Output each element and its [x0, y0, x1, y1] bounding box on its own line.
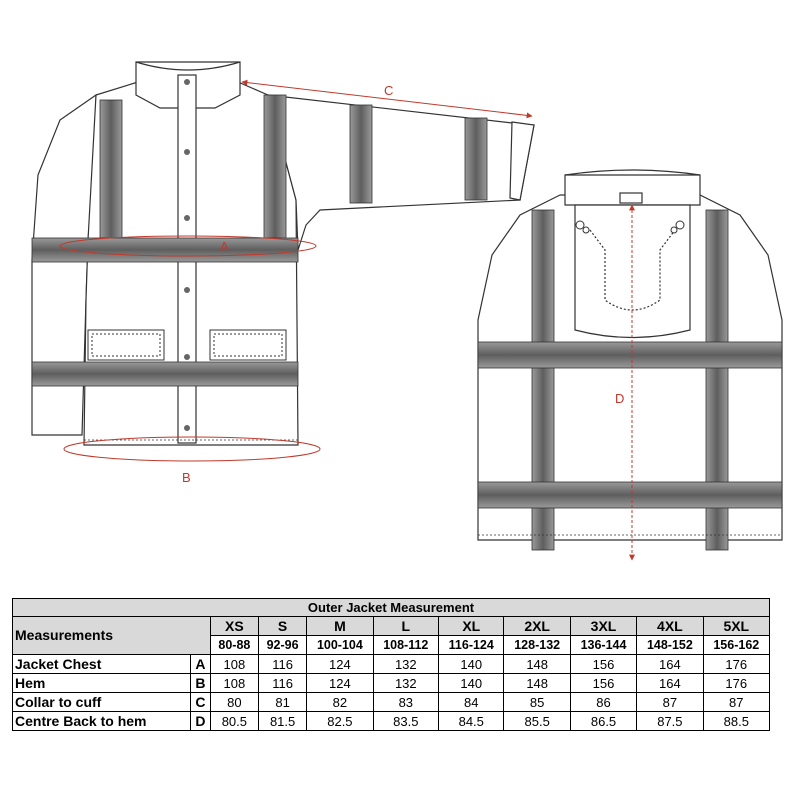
measurement-key: D — [190, 711, 211, 731]
size-header: 5XL — [702, 616, 771, 636]
size-header: L — [372, 616, 440, 636]
measurement-label: Collar to cuff — [11, 692, 192, 712]
measurements-header: Measurements — [12, 616, 211, 655]
measurement-value: 81.5 — [257, 711, 308, 731]
measurement-value: 148 — [503, 673, 571, 693]
measurement-value: 83 — [372, 692, 440, 712]
dimension-d: D — [615, 204, 635, 561]
size-range-row: 80-88 92-96 100-104 108-112 116-124 128-… — [13, 635, 771, 655]
size-range: 136-144 — [569, 635, 638, 655]
dimension-a: A — [59, 235, 317, 257]
measurement-value: 132 — [372, 673, 440, 693]
measurement-value: 116 — [257, 654, 308, 674]
measurement-value: 86 — [569, 692, 638, 712]
measurement-value: 116 — [257, 673, 308, 693]
measurement-value: 82.5 — [306, 711, 374, 731]
measurement-value: 81 — [257, 692, 308, 712]
measurement-key: A — [190, 654, 211, 674]
size-header: XL — [438, 616, 505, 636]
measurement-value: 164 — [636, 654, 704, 674]
measurement-value: 156 — [569, 673, 638, 693]
table-title-row: Outer Jacket Measurement — [12, 598, 770, 617]
measurement-value: 80 — [209, 692, 259, 712]
measurement-value: 88.5 — [702, 711, 771, 731]
measurement-value: 140 — [438, 673, 505, 693]
size-header: 4XL — [636, 616, 704, 636]
size-header: M — [306, 616, 374, 636]
measurement-value: 85.5 — [503, 711, 571, 731]
measurement-value: 86.5 — [569, 711, 638, 731]
measurement-value: 108 — [209, 654, 259, 674]
front-cuff — [509, 121, 535, 201]
jacket-diagram: A B C D — [31, 61, 783, 561]
measurement-value: 140 — [438, 654, 505, 674]
measurement-value: 83.5 — [372, 711, 440, 731]
measurement-value: 80.5 — [209, 711, 259, 731]
size-header: 3XL — [569, 616, 638, 636]
front-reflective-bands — [31, 94, 488, 387]
measurement-value: 84.5 — [438, 711, 505, 731]
measurement-label: Jacket Chest — [11, 654, 192, 674]
measurement-value: 87.5 — [636, 711, 704, 731]
measurement-value: 87 — [636, 692, 704, 712]
front-pockets — [87, 329, 287, 361]
size-header: S — [257, 616, 308, 636]
table-title: Outer Jacket Measurement — [12, 598, 770, 617]
size-header: XS — [209, 616, 259, 636]
size-range: 80-88 — [209, 635, 259, 655]
size-range: 100-104 — [306, 635, 374, 655]
measurement-value: 148 — [503, 654, 571, 674]
front-buttons — [184, 79, 190, 431]
measurement-key: C — [190, 692, 211, 712]
measurement-value: 156 — [569, 654, 638, 674]
size-chart-table: Outer Jacket Measurement Measurements XS… — [11, 598, 771, 731]
measurement-value: 164 — [636, 673, 704, 693]
measurement-value: 176 — [702, 673, 771, 693]
measurement-value: 124 — [306, 673, 374, 693]
size-range: 148-152 — [636, 635, 704, 655]
front-right-sleeve — [267, 94, 535, 251]
measurement-value: 87 — [702, 692, 771, 712]
size-range: 116-124 — [438, 635, 505, 655]
measurement-value: 82 — [306, 692, 374, 712]
size-range: 128-132 — [503, 635, 571, 655]
measurement-value: 108 — [209, 673, 259, 693]
measurement-value: 85 — [503, 692, 571, 712]
dimension-c-label: C — [384, 83, 393, 98]
size-header-row: Measurements XS S M L XL 2XL 3XL 4XL 5XL — [12, 616, 771, 655]
measurement-value: 84 — [438, 692, 505, 712]
measurement-key: B — [190, 673, 211, 693]
dimension-c: C — [241, 79, 533, 119]
back-hood-toggles — [575, 220, 685, 234]
back-collar — [564, 174, 701, 206]
size-range: 92-96 — [257, 635, 308, 655]
dimension-a-label: A — [220, 239, 229, 254]
size-range: 108-112 — [372, 635, 440, 655]
dimension-b-label: B — [182, 470, 191, 485]
measurement-value: 124 — [306, 654, 374, 674]
measurement-value: 132 — [372, 654, 440, 674]
dimension-b: B — [63, 436, 321, 485]
measurement-value: 176 — [702, 654, 771, 674]
size-range: 156-162 — [702, 635, 771, 655]
measurement-label: Hem — [11, 673, 192, 693]
measurement-label: Centre Back to hem — [11, 711, 192, 731]
size-header: 2XL — [503, 616, 571, 636]
dimension-d-label: D — [615, 391, 624, 406]
